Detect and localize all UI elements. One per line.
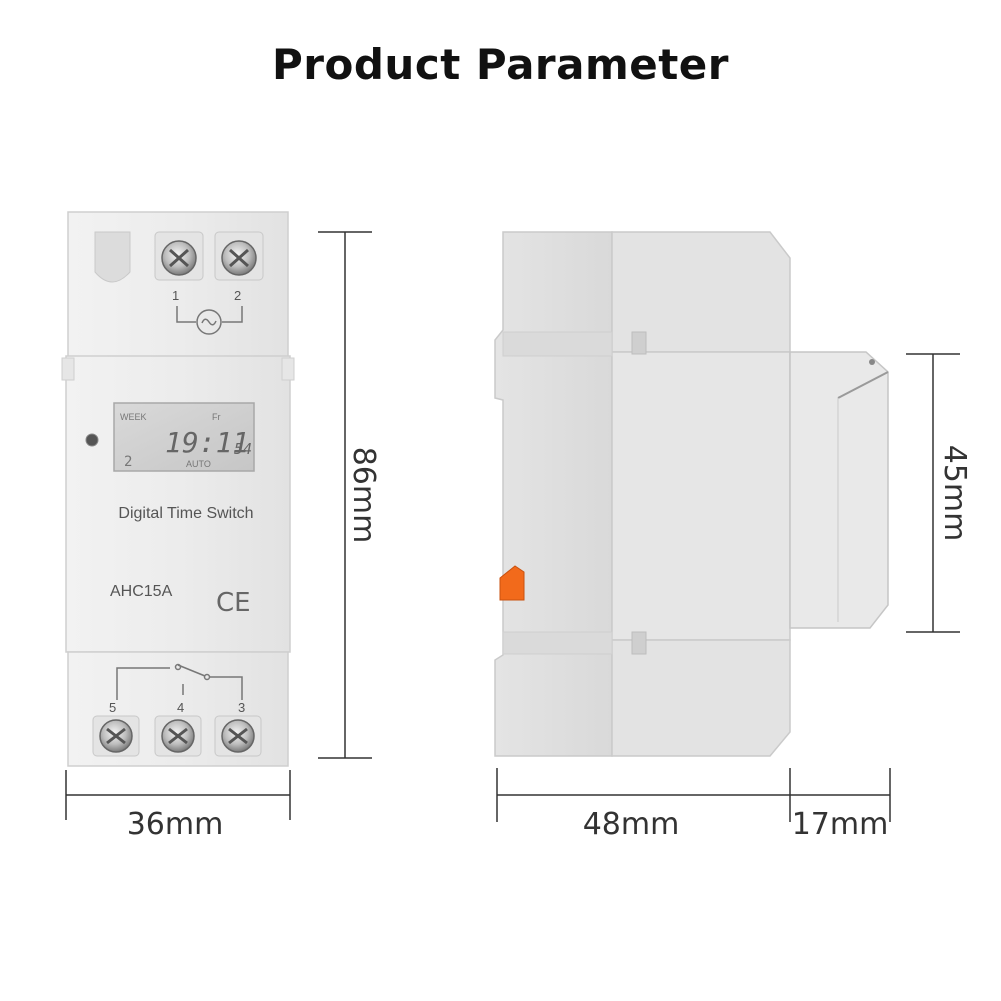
screw-icon [161,719,195,753]
terminal-label: 3 [238,700,245,715]
dimension-height [318,231,372,759]
dimension-depth [496,768,891,822]
led-indicator [85,433,99,447]
dimension-height-label: 86mm [346,447,381,544]
dimension-front-height-label: 45mm [937,445,972,542]
dimension-depth-body-label: 48mm [583,807,680,842]
lcd-mode: AUTO [186,459,211,469]
terminal-label: 2 [234,288,241,303]
ce-mark: CE [216,588,251,618]
relay-symbol [116,663,243,700]
dimension-width [65,770,291,820]
lcd-display: WEEK Fr 19:11 54 2 AUTO [113,402,255,472]
terminal-label: 5 [109,700,116,715]
screw-icon [221,240,257,276]
dimension-width-label: 36mm [127,807,224,842]
lcd-time: 19:11 [165,426,249,459]
lcd-day: Fr [212,412,221,422]
front-view-device: 1 2 WEEK Fr 19:11 54 2 AUTO Digital Time… [61,211,295,767]
terminal-label: 1 [172,288,179,303]
dimension-front-height [906,353,960,633]
din-clip-tab [499,565,525,601]
page-title: Product Parameter [272,40,729,89]
lcd-week: WEEK [120,412,147,422]
model-label: AHC15A [110,583,173,600]
screw-icon [221,719,255,753]
screw-icon [99,719,133,753]
lcd-seconds: 54 [234,440,252,458]
side-view-device [494,231,889,757]
lcd-digit: 2 [124,454,132,470]
device-label: Digital Time Switch [118,505,253,522]
terminal-label: 4 [177,700,184,715]
ac-supply-symbol [176,306,243,335]
dimension-depth-front-label: 17mm [792,807,889,842]
screw-icon [161,240,197,276]
